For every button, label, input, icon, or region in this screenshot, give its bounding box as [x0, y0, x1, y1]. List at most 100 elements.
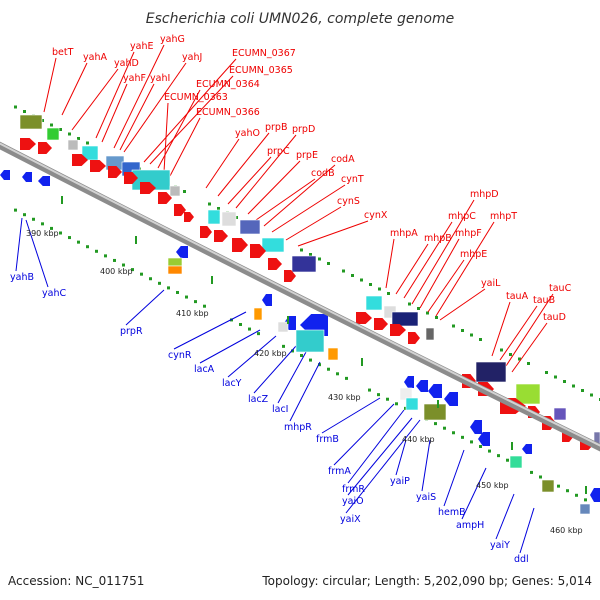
gene-label-yahi[interactable]: yahI	[150, 73, 170, 84]
tick-label-430-kbp: 430 kbp	[328, 393, 361, 402]
gene-label-mhpr[interactable]: mhpR	[284, 422, 312, 433]
forward-gene-arrow	[20, 138, 36, 150]
track-dot	[23, 213, 26, 217]
track-dot	[342, 269, 345, 273]
gene-label-mhpd[interactable]: mhpD	[470, 189, 499, 200]
gene-label-mhpf[interactable]: mhpF	[455, 228, 482, 239]
gene-label-yaip[interactable]: yaiP	[390, 476, 410, 487]
gene-label-ecumn-0366[interactable]: ECUMN_0366	[196, 107, 260, 118]
gene-label-yahe[interactable]: yahE	[130, 41, 153, 52]
leader-yahf	[101, 83, 128, 143]
gene-feature	[291, 255, 317, 273]
gene-label-laca[interactable]: lacA	[194, 364, 215, 375]
gene-label-mhpe[interactable]: mhpE	[460, 249, 487, 260]
gene-label-ecumn-0364[interactable]: ECUMN_0364	[196, 79, 260, 90]
gene-label-yaha[interactable]: yahA	[83, 52, 107, 63]
leader-yahb	[15, 217, 23, 272]
gene-label-prpb[interactable]: prpB	[265, 122, 287, 133]
gene-label-ddl[interactable]: ddl	[514, 554, 529, 565]
track-dot	[527, 362, 530, 365]
gene-feature	[67, 139, 79, 151]
gene-label-ecumn-0365[interactable]: ECUMN_0365	[229, 65, 293, 76]
track-dot	[140, 272, 143, 276]
gene-label-mhpt[interactable]: mhpT	[490, 211, 517, 222]
gene-label-lacy[interactable]: lacY	[222, 378, 242, 389]
track-dot	[509, 353, 512, 356]
gene-label-prpr[interactable]: prpR	[120, 326, 143, 337]
gene-label-laci[interactable]: lacI	[272, 404, 289, 415]
gene-label-yahj[interactable]: yahJ	[182, 52, 202, 63]
track-dot	[50, 123, 53, 127]
gene-label-yaix[interactable]: yaiX	[340, 514, 361, 525]
gene-label-yaiy[interactable]: yaiY	[490, 540, 510, 551]
gene-label-lacz[interactable]: lacZ	[248, 394, 269, 405]
track-dot	[122, 263, 125, 267]
track-dot	[327, 262, 330, 265]
track-dot	[435, 316, 438, 319]
leader-yais	[421, 439, 431, 492]
forward-gene-arrow	[214, 230, 228, 242]
leader-mhpt	[435, 221, 495, 317]
gene-label-bett[interactable]: betT	[52, 47, 74, 58]
reverse-gene-arrow	[428, 384, 442, 398]
gene-label-hemb[interactable]: hemB	[438, 507, 466, 518]
track-dot	[95, 249, 98, 253]
gene-label-yail[interactable]: yaiL	[481, 278, 501, 289]
gene-label-cynx[interactable]: cynX	[364, 210, 388, 221]
gene-label-yais[interactable]: yaiS	[416, 492, 436, 503]
gene-label-yahc[interactable]: yahC	[42, 288, 66, 299]
track-dot	[434, 422, 437, 426]
leader-prpe	[247, 160, 301, 215]
gene-label-ecumn-0367[interactable]: ECUMN_0367	[232, 48, 296, 59]
gene-label-frmb[interactable]: frmB	[316, 434, 339, 445]
forward-gene-arrow	[140, 182, 156, 194]
gene-label-yaio[interactable]: yaiO	[342, 496, 364, 507]
track-dot	[291, 349, 294, 353]
gene-label-amph[interactable]: ampH	[456, 520, 484, 531]
track-dot	[566, 489, 569, 493]
gene-label-cynr[interactable]: cynR	[168, 350, 192, 361]
reverse-gene-arrow	[22, 172, 32, 182]
gene-label-codb[interactable]: codB	[311, 168, 335, 179]
gene-label-mhpb[interactable]: mhpB	[424, 233, 452, 244]
gene-label-yahd[interactable]: yahD	[114, 58, 139, 69]
track-dot	[318, 257, 321, 261]
gene-label-yahg[interactable]: yahG	[160, 34, 185, 45]
leader-yaip	[395, 439, 407, 476]
gene-label-taub[interactable]: tauB	[533, 295, 555, 306]
track-dot	[452, 324, 455, 328]
track-dot	[104, 254, 107, 258]
gene-label-frma[interactable]: frmA	[328, 466, 351, 477]
gene-label-cynt[interactable]: cynT	[341, 174, 364, 185]
track-dot	[395, 402, 398, 406]
track-dot	[300, 248, 303, 252]
leader-prpb	[217, 132, 270, 197]
gene-label-prpc[interactable]: prpC	[267, 146, 290, 157]
gene-feature	[46, 127, 60, 141]
track-dot	[282, 344, 285, 348]
gene-label-prpe[interactable]: prpE	[296, 150, 318, 161]
gene-label-taua[interactable]: tauA	[506, 291, 529, 302]
reverse-gene-arrow	[176, 246, 188, 258]
gene-label-yahb[interactable]: yahB	[10, 272, 34, 283]
leader-ddl	[519, 507, 535, 554]
track-dot	[149, 277, 152, 281]
gene-label-prpd[interactable]: prpD	[292, 124, 315, 135]
gene-label-cyns[interactable]: cynS	[337, 196, 360, 207]
label-leaders	[15, 44, 554, 554]
gene-label-coda[interactable]: codA	[331, 154, 355, 165]
gene-label-yaho[interactable]: yahO	[235, 128, 260, 139]
gene-label-mhpc[interactable]: mhpC	[448, 211, 476, 222]
track-dot	[581, 389, 584, 392]
gene-label-yahf[interactable]: yahF	[123, 73, 146, 84]
track-dot	[387, 292, 390, 295]
track-dot	[506, 458, 509, 462]
gene-label-ecumn-0363[interactable]: ECUMN_0363	[164, 92, 228, 103]
map-title: Escherichia coli UMN026, complete genome	[146, 11, 454, 27]
gene-label-mhpa[interactable]: mhpA	[390, 228, 418, 239]
gene-label-tauc[interactable]: tauC	[549, 283, 572, 294]
forward-gene-arrow	[158, 192, 172, 204]
gene-label-taud[interactable]: tauD	[543, 312, 566, 323]
gene-feature	[277, 321, 289, 333]
gene-label-frmr[interactable]: frmR	[342, 484, 365, 495]
